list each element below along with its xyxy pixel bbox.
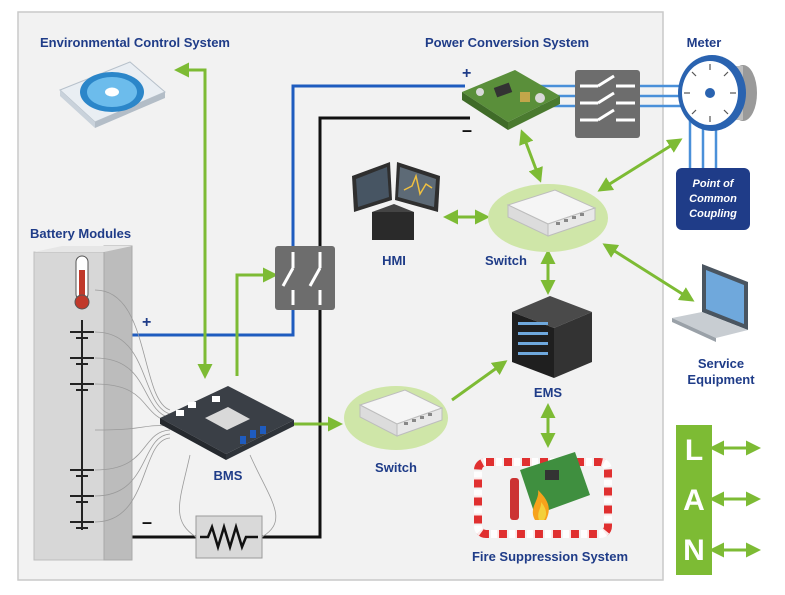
pcc-label-line1: Point of bbox=[693, 178, 735, 190]
label-ems: EMS bbox=[534, 385, 563, 400]
comm-arrows bbox=[174, 62, 761, 558]
fire-suppression-icon bbox=[474, 452, 612, 538]
label-power-conversion-system: Power Conversion System bbox=[425, 35, 589, 50]
label-bms: BMS bbox=[214, 468, 243, 483]
cooling-fan-icon bbox=[59, 61, 166, 128]
label-service-equipment-line2: Equipment bbox=[687, 372, 755, 387]
label-fire-suppression-system: Fire Suppression System bbox=[472, 549, 628, 564]
pcs-positive-sign: + bbox=[462, 65, 471, 82]
arrow-switch-ems-bottom bbox=[451, 360, 508, 402]
label-switch-top: Switch bbox=[485, 253, 527, 268]
monitor-icon bbox=[352, 162, 440, 240]
thermometer-icon bbox=[74, 255, 90, 310]
resistor-icon bbox=[195, 515, 263, 559]
pcc-box bbox=[676, 168, 750, 230]
pcs-negative-sign: – bbox=[462, 120, 472, 140]
label-meter: Meter bbox=[687, 35, 722, 50]
label-hmi: HMI bbox=[382, 253, 406, 268]
arrow-switch-meter bbox=[597, 138, 683, 192]
lan-letter-n: N bbox=[683, 534, 705, 567]
lan-bar bbox=[676, 425, 712, 575]
battery-rack bbox=[33, 245, 133, 561]
electric-meter-icon bbox=[678, 55, 757, 131]
lan-letter-a: A bbox=[683, 484, 705, 517]
pcc-label-line2: Common bbox=[689, 193, 737, 205]
label-battery-modules: Battery Modules bbox=[30, 226, 131, 241]
arrow-switch-service bbox=[602, 243, 695, 302]
lan-letter-l: L bbox=[685, 434, 703, 467]
arrow-pcs-switch bbox=[519, 129, 543, 183]
pcc-label-line3: Coupling bbox=[689, 208, 737, 220]
laptop-icon bbox=[672, 264, 748, 342]
battery-positive-sign: + bbox=[142, 314, 151, 331]
label-service-equipment-line1: Service bbox=[698, 356, 744, 371]
arrow-ecs-bms bbox=[174, 62, 213, 379]
disconnect-switch-icon bbox=[275, 246, 335, 310]
network-switch-icon bbox=[488, 184, 608, 252]
label-environmental-control-system: Environmental Control System bbox=[40, 35, 230, 50]
label-switch-bottom: Switch bbox=[375, 460, 417, 475]
disconnect-switch-icon bbox=[575, 70, 640, 138]
server-rack-icon bbox=[512, 296, 592, 378]
control-board-icon bbox=[160, 386, 294, 460]
dc-negative-wire bbox=[130, 116, 470, 539]
battery-cells bbox=[70, 320, 94, 530]
network-switch-icon bbox=[344, 386, 448, 450]
arrow-bms-disconnect bbox=[235, 267, 278, 376]
bms-resistor-wires bbox=[179, 454, 277, 538]
circuit-board-icon bbox=[462, 70, 560, 130]
battery-negative-sign: – bbox=[142, 512, 152, 532]
